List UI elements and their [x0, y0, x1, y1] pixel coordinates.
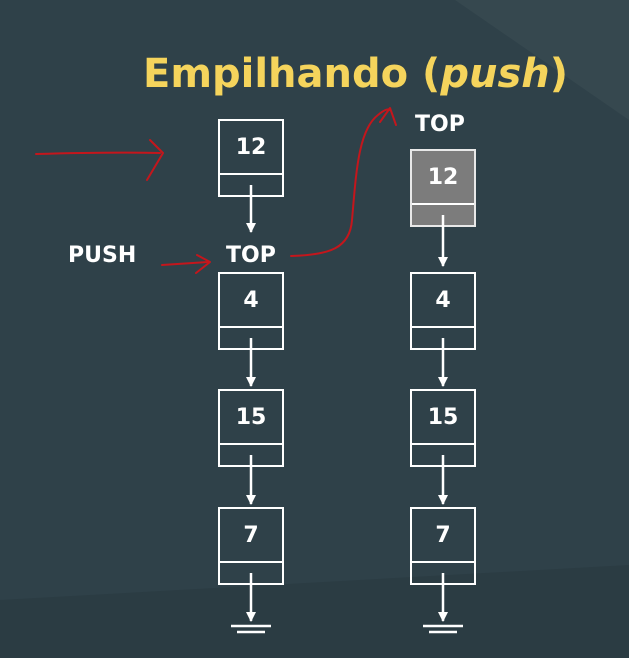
red-annotation-marks — [35, 107, 397, 274]
right-null-ground-symbol — [423, 624, 463, 634]
node-pointer-field — [220, 326, 282, 350]
node-value: 7 — [243, 522, 259, 548]
node-pointer-field — [220, 561, 282, 585]
annotation-arrow-new-node — [35, 151, 161, 155]
node-pointer-field — [412, 326, 474, 350]
node-value: 4 — [243, 287, 259, 313]
title-text: Empilhando ( — [143, 51, 441, 97]
right-stack-node-1: 12 — [410, 149, 476, 227]
node-pointer-field — [412, 203, 474, 227]
node-pointer-field — [220, 173, 282, 197]
left-null-ground-symbol — [231, 624, 271, 634]
node-value: 7 — [435, 522, 451, 548]
node-value: 15 — [427, 404, 459, 430]
slide-title: Empilhando (push) — [143, 54, 568, 94]
node-value: 12 — [235, 134, 267, 160]
annotation-arrow-push — [161, 261, 209, 266]
node-value: 12 — [427, 164, 459, 190]
title-emphasis: push — [440, 51, 550, 97]
left-top-label: TOP — [226, 243, 276, 268]
left-stack-node-2: 15 — [218, 389, 284, 467]
node-pointer-field — [220, 443, 282, 467]
push-label: PUSH — [68, 243, 137, 268]
right-top-label: TOP — [415, 112, 465, 137]
node-pointer-field — [412, 561, 474, 585]
node-value: 15 — [235, 404, 267, 430]
node-value: 4 — [435, 287, 451, 313]
annotation-curve-to-top — [290, 108, 391, 257]
node-pointer-field — [412, 443, 474, 467]
title-close: ) — [549, 51, 569, 97]
